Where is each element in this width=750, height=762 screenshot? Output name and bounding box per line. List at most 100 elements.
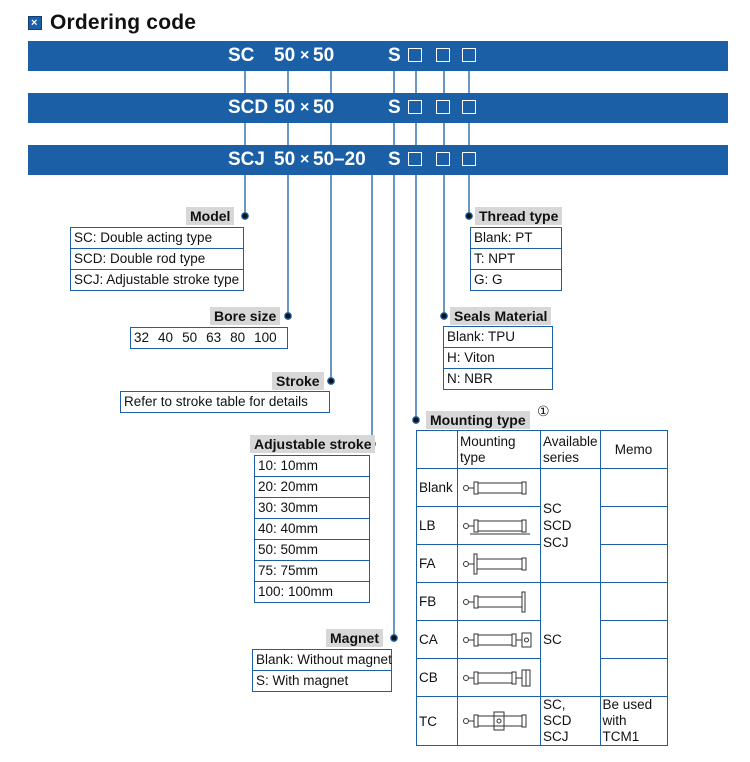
adjust-item: 40: 40mm — [255, 519, 369, 540]
table-row: LB — [416, 506, 668, 545]
dot — [440, 312, 448, 320]
section-title: Ordering code — [28, 8, 196, 38]
code-times: × — [300, 47, 310, 64]
code-bore: 50 — [274, 97, 296, 118]
cylinder-tc-icon — [463, 711, 527, 731]
code-slot-seals — [436, 100, 450, 114]
thread-type-box: Blank: PT T: NPT G: G — [470, 227, 562, 291]
mounting-type-table: Mounting type Available series Memo Blan… — [416, 430, 668, 746]
mount-drawing-lb — [457, 506, 541, 545]
stroke-item: Refer to stroke table for details — [124, 394, 308, 409]
table-header-row: Mounting type Available series Memo — [416, 430, 668, 469]
mount-drawing-fa — [457, 544, 541, 583]
dot — [390, 634, 398, 642]
note-mark: ① — [537, 403, 550, 419]
bore-option: 100 — [254, 330, 277, 345]
code-prefix: SCJ — [228, 149, 265, 170]
table-row: FA — [416, 544, 668, 583]
adjust-item: 75: 75mm — [255, 561, 369, 582]
table-row: CA — [416, 620, 668, 659]
memo-tc: Be used with TCM1 — [599, 696, 668, 746]
cylinder-fb-icon — [463, 591, 526, 612]
adjust-item: 20: 20mm — [255, 477, 369, 498]
mount-drawing-blank — [457, 468, 541, 507]
adjust-item: 10: 10mm — [255, 456, 369, 477]
code-slot-seals — [436, 48, 450, 62]
magnet-item: Blank: Without magnet — [253, 650, 392, 671]
header-series: Available series — [540, 430, 601, 469]
code-stroke: 50 — [313, 45, 335, 66]
code-magnet: S — [388, 149, 401, 170]
seals-item: N: NBR — [447, 371, 493, 386]
stroke-label: Stroke — [272, 372, 324, 390]
code-slot-thread — [462, 48, 476, 62]
bore-size-label: Bore size — [210, 307, 281, 325]
table-row: Blank SC SCD SCJ — [416, 468, 668, 583]
row-code: FA — [416, 544, 458, 583]
model-item: SCD: Double rod type — [71, 249, 243, 270]
table-row: FB SC — [416, 582, 668, 697]
magnet-box: Blank: Without magnet S: With magnet — [252, 649, 392, 692]
bore-option: 50 — [182, 330, 198, 345]
cylinder-fa-icon — [463, 553, 527, 574]
code-slot-thread — [462, 100, 476, 114]
stroke-box: Refer to stroke table for details — [120, 391, 330, 413]
cylinder-ca-icon — [463, 632, 532, 647]
bullet-icon — [28, 16, 42, 30]
seals-item: Blank: TPU — [444, 327, 552, 348]
code-bore: 50 — [274, 149, 296, 170]
dot — [412, 416, 420, 424]
seals-material-box: Blank: TPU H: Viton N: NBR — [443, 326, 553, 390]
dot — [241, 212, 249, 220]
code-bore: 50 — [274, 45, 296, 66]
row-code: TC — [416, 696, 458, 746]
cylinder-cb-icon — [463, 669, 531, 686]
table-row: TC SC, SCD SCJ Be used with TCM1 — [416, 696, 668, 746]
memo-cell — [599, 582, 668, 621]
series-group-1: SC SCD SCJ — [540, 468, 601, 583]
row-code: CB — [416, 658, 458, 697]
row-code: CA — [416, 620, 458, 659]
seals-material-label: Seals Material — [450, 307, 552, 325]
header-memo: Memo — [599, 430, 668, 469]
magnet-item: S: With magnet — [256, 673, 349, 688]
row-code: FB — [416, 582, 458, 621]
thread-item: Blank: PT — [471, 228, 561, 249]
header-blank — [416, 430, 458, 469]
seals-item: H: Viton — [444, 348, 552, 369]
code-slot-mounting — [408, 48, 422, 62]
bore-option: 80 — [230, 330, 246, 345]
model-item: SC: Double acting type — [71, 228, 243, 249]
mount-drawing-tc — [457, 696, 541, 746]
code-prefix: SC — [228, 45, 255, 66]
page-title: Ordering code — [50, 11, 197, 34]
cylinder-lb-icon — [463, 519, 530, 534]
row-code: LB — [416, 506, 458, 545]
adjustable-stroke-box: 10: 10mm 20: 20mm 30: 30mm 40: 40mm 50: … — [254, 455, 370, 603]
mounting-type-label: Mounting type — [426, 411, 530, 429]
code-magnet: S — [388, 45, 401, 66]
table-row: CB — [416, 658, 668, 697]
model-label: Model — [186, 207, 235, 225]
code-stroke: 50 — [313, 149, 335, 170]
series-group-2: SC — [540, 582, 601, 697]
adjustable-stroke-label: Adjustable stroke — [250, 435, 376, 453]
header-mounting: Mounting type — [457, 430, 541, 469]
memo-cell — [599, 544, 668, 583]
bore-option: 40 — [158, 330, 174, 345]
adjust-item: 30: 30mm — [255, 498, 369, 519]
series-tc: SC, SCD SCJ — [540, 696, 601, 746]
code-prefix: SCD — [228, 97, 269, 118]
model-item: SCJ: Adjustable stroke type — [74, 272, 240, 287]
bore-size-box: 32 40 50 63 80 100 — [130, 327, 288, 349]
model-box: SC: Double acting type SCD: Double rod t… — [70, 227, 244, 291]
code-slot-mounting — [408, 152, 422, 166]
mount-drawing-cb — [457, 658, 541, 697]
memo-cell — [599, 658, 668, 697]
memo-cell — [599, 620, 668, 659]
code-bar-scd: SCD 50 × 50 S — [28, 93, 728, 123]
code-slot-seals — [436, 152, 450, 166]
code-slot-mounting — [408, 100, 422, 114]
mount-drawing-fb — [457, 582, 541, 621]
thread-item: G: G — [474, 272, 503, 287]
